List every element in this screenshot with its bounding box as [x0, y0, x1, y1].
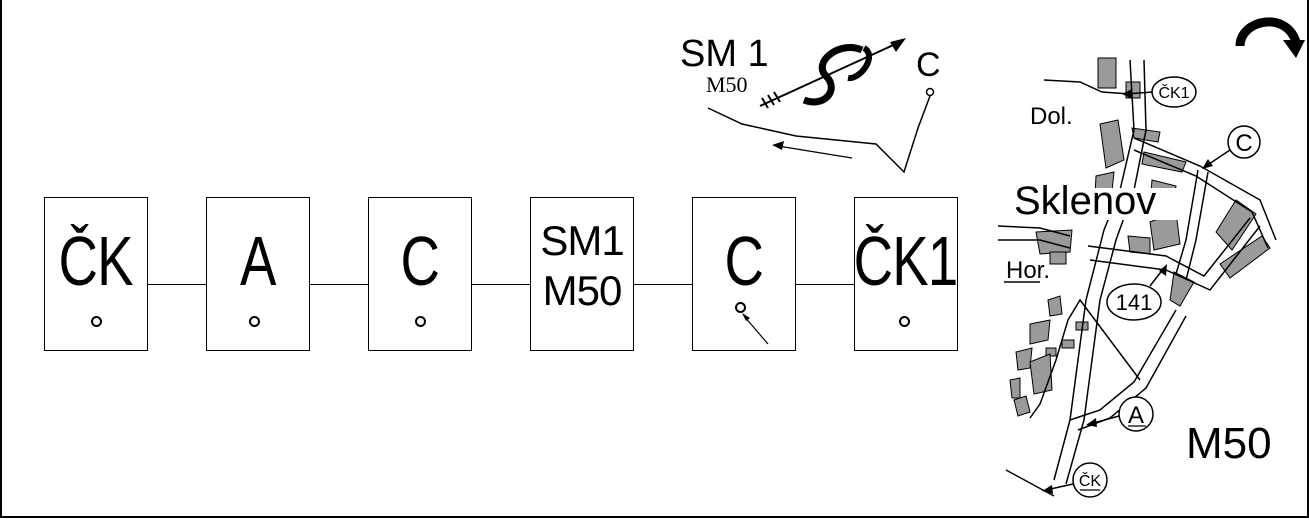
node-sm1-m50: SM1 M50 [530, 197, 634, 351]
area-map: Dol. Sklenov Hor. M50 ČK1 C 141 A [997, 57, 1277, 498]
node-sm1-m50-label: SM1 M50 [540, 216, 624, 317]
connector-line [796, 284, 854, 285]
node-c: C [368, 197, 472, 351]
node-m50-label: M50 [542, 267, 623, 315]
node-c-2: C [692, 197, 796, 351]
map-callout-ck1: ČK1 [1122, 76, 1197, 108]
sketch-end-label: C [916, 46, 941, 84]
svg-text:141: 141 [1116, 290, 1153, 315]
sketch-sign-title: SM 1 [680, 33, 769, 75]
svg-text:ČK1: ČK1 [1158, 83, 1189, 102]
map-label-dol: Dol. [1030, 103, 1073, 130]
checkpoint-dot-icon [415, 316, 426, 327]
map-roads [997, 59, 1277, 497]
connector-line [634, 284, 692, 285]
svg-text:A: A [1128, 402, 1144, 429]
svg-text:C: C [1235, 130, 1252, 157]
map-town-label: Sklenov [1014, 179, 1156, 223]
svg-text:ČK: ČK [1079, 471, 1102, 490]
map-route-label: M50 [1186, 419, 1272, 468]
map-callout-a: A [1086, 396, 1154, 432]
node-ck1: ČK1 [854, 197, 959, 351]
sketch-sign-sub: M50 [706, 72, 748, 97]
map-callout-141: 141 [1106, 264, 1167, 321]
pointer-arrow-icon [742, 313, 769, 345]
connector-line [148, 284, 206, 285]
checkpoint-dot-icon [249, 316, 260, 327]
node-c-label: C [400, 222, 440, 300]
map-callout-c: C [1202, 125, 1261, 169]
map-callout-ck: ČK [1042, 462, 1108, 498]
sign-sketch: SM 1 M50 C [680, 33, 941, 174]
rotate-arrow-icon [1235, 17, 1305, 58]
map-label-hor: Hor. [1006, 257, 1050, 284]
checkpoint-dot-icon [91, 316, 102, 327]
checkpoint-dot-icon [735, 302, 746, 313]
checkpoint-dot-icon [899, 316, 910, 327]
node-ck-label: ČK [58, 222, 134, 300]
connector-line [310, 284, 368, 285]
node-c-2-label: C [724, 222, 764, 300]
node-sm1-label: SM1 [540, 217, 624, 264]
node-a: A [206, 197, 310, 351]
node-ck: ČK [44, 197, 148, 351]
connector-line [472, 284, 530, 285]
node-ck1-label: ČK1 [854, 222, 959, 300]
node-a-label: A [240, 222, 276, 300]
